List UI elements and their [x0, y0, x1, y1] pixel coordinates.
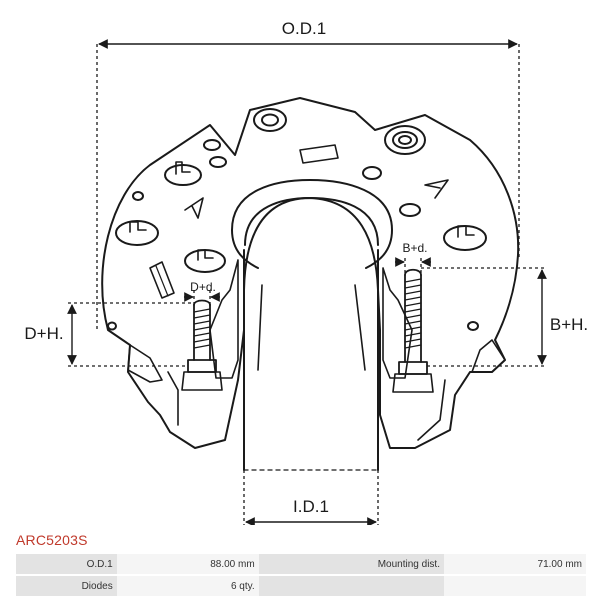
tube-collar	[231, 179, 393, 269]
id-label: I.D.1	[293, 497, 329, 516]
diode-pad	[115, 220, 159, 246]
spec-value: 71.00 mm	[443, 554, 586, 574]
part-code: ARC5203S	[16, 532, 88, 548]
od-label: O.D.1	[282, 19, 326, 38]
dd-label: D+d.	[190, 280, 216, 294]
spec-table: O.D.1 88.00 mm Mounting dist. 71.00 mm D…	[16, 552, 586, 598]
bh-label: B+H.	[550, 315, 588, 334]
spec-label: O.D.1	[16, 554, 117, 574]
dh-label: D+H.	[24, 324, 63, 343]
spec-label	[258, 576, 444, 596]
spec-label: Mounting dist.	[258, 554, 444, 574]
right-terminal	[384, 125, 426, 155]
spec-label: Diodes	[16, 576, 117, 596]
spec-value: 88.00 mm	[116, 554, 259, 574]
right-mounting-screw	[392, 268, 434, 393]
rectifier-diagram: O.D.1 I.D.1 D+H. B+H. D+d. B+d.	[24, 19, 588, 525]
top-terminal	[253, 108, 287, 132]
table-row: Diodes 6 qty.	[16, 576, 586, 596]
spec-value	[443, 576, 586, 596]
spec-value: 6 qty.	[116, 576, 259, 596]
diode-pad	[443, 225, 487, 251]
rectifier-body-outline	[101, 97, 520, 449]
table-row: O.D.1 88.00 mm Mounting dist. 71.00 mm	[16, 554, 586, 574]
bd-label: B+d.	[402, 241, 427, 255]
diode-pad	[164, 164, 202, 186]
